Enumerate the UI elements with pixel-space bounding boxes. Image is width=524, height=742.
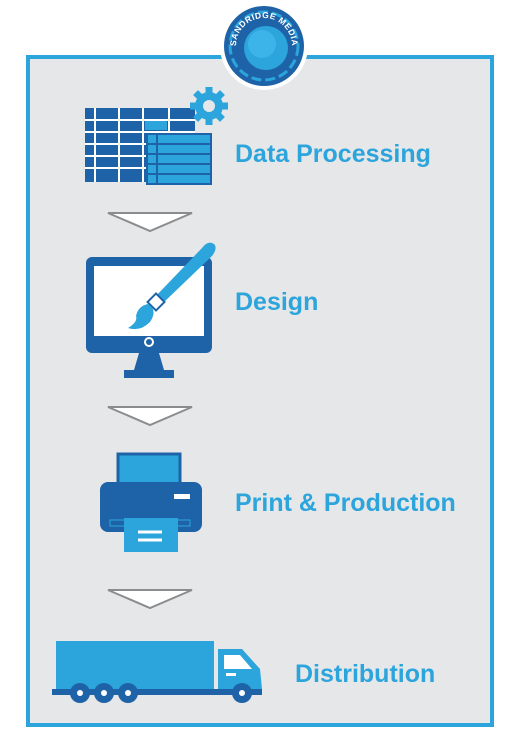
logo-seal-icon: SANDRIDGE MEDIA	[220, 2, 308, 90]
spreadsheet-gear-icon	[85, 87, 228, 185]
down-arrow-icon	[107, 212, 193, 233]
down-arrow-icon	[107, 589, 193, 610]
step-label-data-processing: Data Processing	[235, 140, 431, 168]
step-label-design: Design	[235, 288, 319, 316]
step-label-print-production: Print & Production	[235, 489, 456, 517]
step-label-distribution: Distribution	[295, 660, 436, 688]
printer-icon	[100, 452, 202, 552]
monitor-paintbrush-icon	[86, 242, 216, 378]
down-arrow-icon	[107, 406, 193, 427]
truck-icon	[52, 641, 262, 703]
